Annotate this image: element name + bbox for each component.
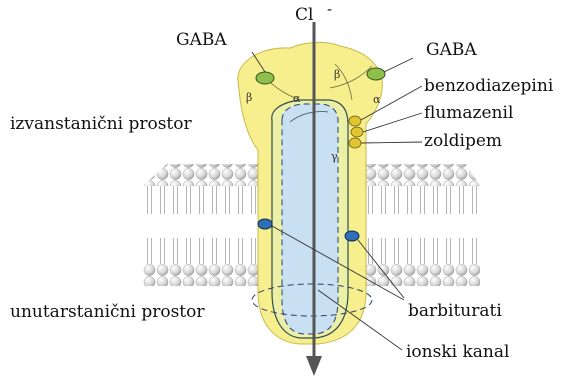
- intracellular-label: unutarstanični prostor: [10, 304, 205, 321]
- membrane-right: [355, 164, 480, 286]
- gaba-label-left: GABA: [176, 32, 227, 49]
- zolpidem-label: zoldipem: [424, 133, 502, 150]
- flumazenil-label: flumazenil: [424, 105, 513, 122]
- chloride-charge-label: -: [327, 2, 332, 17]
- membrane-left: [143, 164, 272, 286]
- gaba-label-right: GABA: [426, 42, 477, 59]
- barbiturate-site-right: [345, 231, 359, 241]
- benzodiazepine-site: [349, 116, 361, 126]
- benzodiazepines-label: benzodiazepini: [424, 78, 553, 95]
- barbiturates-label: barbiturati: [408, 303, 502, 320]
- receptor-body: [238, 42, 382, 344]
- subunit-alpha-left: α: [293, 93, 300, 104]
- ion-channel-label: ionski kanal: [406, 344, 509, 361]
- barbiturate-site-left: [258, 219, 272, 229]
- subunit-alpha-right: α: [373, 94, 380, 105]
- extracellular-label: izvanstanični prostor: [10, 116, 192, 133]
- subunit-beta-right: β: [334, 69, 340, 80]
- subunit-beta-left: β: [246, 92, 252, 103]
- subunit-gamma: γ: [331, 151, 338, 162]
- gaba-site-right: [367, 68, 385, 80]
- chloride-label: Cl: [295, 7, 313, 24]
- flumazenil-site: [351, 127, 363, 137]
- zolpidem-site: [349, 138, 361, 148]
- gaba-site-left: [256, 72, 274, 84]
